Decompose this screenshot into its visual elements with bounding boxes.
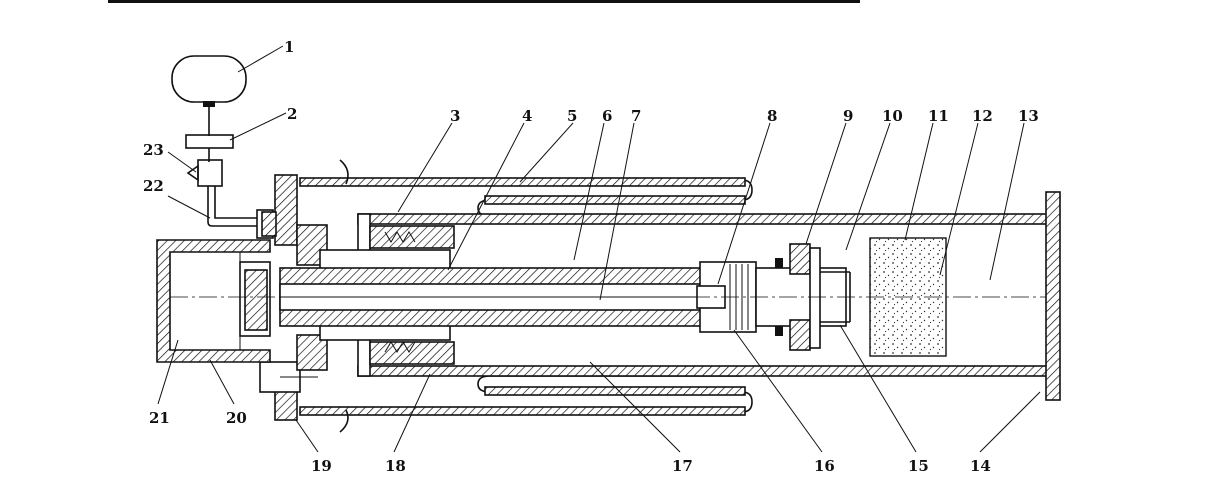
callout-10: 10 (882, 107, 903, 125)
callout-2: 2 (287, 105, 297, 123)
callout-11: 11 (928, 107, 949, 125)
callout-21: 21 (149, 409, 170, 427)
part-22-pipe (207, 186, 262, 227)
callout-18: 18 (385, 457, 406, 475)
top-rule (108, 0, 860, 3)
callout-5: 5 (567, 107, 577, 125)
callout-23: 23 (143, 141, 164, 159)
leader-lines (157, 45, 1041, 453)
callout-17: 17 (672, 457, 693, 475)
part-20-cap (156, 239, 271, 363)
callout-16: 16 (814, 457, 835, 475)
callout-1: 1 (284, 38, 294, 56)
callout-13: 13 (1018, 107, 1039, 125)
callout-20: 20 (226, 409, 247, 427)
callout-8: 8 (767, 107, 777, 125)
callout-3: 3 (450, 107, 460, 125)
spring-coils (384, 231, 416, 353)
callout-12: 12 (972, 107, 993, 125)
callout-15: 15 (908, 457, 929, 475)
callout-9: 9 (843, 107, 853, 125)
callout-7: 7 (631, 107, 641, 125)
left-flange (256, 174, 328, 421)
callout-labels: 1 2 3 4 5 6 7 8 9 10 11 12 13 14 15 16 1… (143, 38, 1039, 475)
callout-14: 14 (970, 457, 991, 475)
callout-4: 4 (522, 107, 532, 125)
part-14-end-plate (1045, 191, 1061, 401)
callout-19: 19 (311, 457, 332, 475)
callout-6: 6 (602, 107, 612, 125)
part-1-reservoir (171, 55, 247, 136)
part-2-valve (185, 134, 234, 187)
callout-22: 22 (143, 177, 164, 195)
